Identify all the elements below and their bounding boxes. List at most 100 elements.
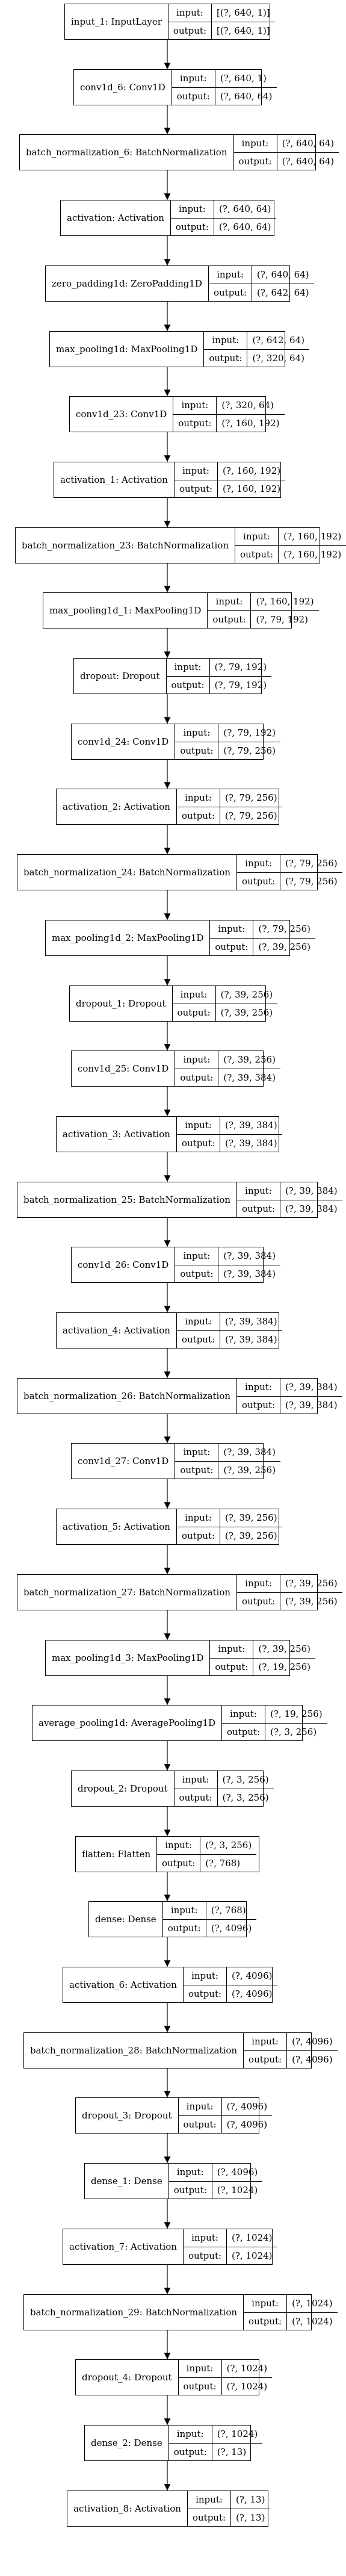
layer-io-table: input:(?, 640, 64)output:(?, 640, 64) <box>233 135 339 170</box>
layer-io-table: input:(?, 79, 256)output:(?, 39, 256) <box>210 920 316 955</box>
io-output-shape: [(?, 640, 1)] <box>217 25 270 36</box>
io-output-label: output: <box>237 1592 281 1610</box>
io-input-shape: (?, 642, 64) <box>247 332 309 350</box>
io-input-label: input: <box>157 1837 201 1855</box>
io-output-shape: (?, 3, 256) <box>270 1726 317 1737</box>
io-input-shape: (?, 39, 384) <box>280 1182 342 1200</box>
io-output-shape: (?, 39, 384) <box>223 1072 276 1083</box>
layer-name: activation_7: Activation <box>63 2229 184 2264</box>
io-input-label: input: <box>183 1967 227 1985</box>
io-input-shape: (?, 1024) <box>227 2229 277 2247</box>
layer-name: activation_8: Activation <box>67 2491 188 2526</box>
io-output-label: output: <box>179 2115 222 2133</box>
layer-name: activation: Activation <box>61 200 171 235</box>
io-output-label: output: <box>235 545 279 563</box>
io-input-shape: (?, 1024) <box>287 2295 338 2313</box>
io-output-label: output: <box>175 742 219 759</box>
layer-name: dense_1: Dense <box>85 2164 169 2199</box>
io-input-label: input: <box>183 2229 227 2247</box>
io-output-label: output: <box>204 349 248 367</box>
io-output-label: output: <box>177 1330 221 1348</box>
io-output-label: output: <box>175 480 218 497</box>
io-input-shape: (?, 4096) <box>221 2098 273 2116</box>
io-input-shape: (?, 1024) <box>221 2360 273 2378</box>
layer-node: batch_normalization_23: BatchNormalizati… <box>15 527 346 563</box>
io-input-label: input: <box>171 70 215 88</box>
io-output-shape: (?, 4096) <box>211 1922 252 1934</box>
io-output-label: output: <box>169 2443 212 2460</box>
io-input-label: input: <box>237 855 281 873</box>
io-output-shape: (?, 39, 384) <box>285 1203 338 1214</box>
layer-io-table: input:(?, 39, 256)output:(?, 19, 256) <box>210 1640 316 1675</box>
layer-name: dropout: Dropout <box>74 659 167 694</box>
io-output-shape: (?, 160, 192) <box>221 417 280 429</box>
io-input-label: input: <box>210 920 254 939</box>
io-input-label: input: <box>175 724 219 742</box>
layer-io-table: input:(?, 39, 256)output:(?, 39, 256) <box>172 986 278 1021</box>
io-input-shape: (?, 640, 64) <box>277 135 339 153</box>
layer-io-table: input:(?, 160, 192)output:(?, 160, 192) <box>235 528 346 563</box>
io-output-label: output: <box>163 1919 206 1937</box>
io-input-label: input: <box>204 332 248 350</box>
io-input-label: input: <box>176 789 221 807</box>
layer-name: max_pooling1d_3: MaxPooling1D <box>46 1640 211 1675</box>
io-output-label: output: <box>210 1658 254 1675</box>
io-output-label: output: <box>157 1854 201 1872</box>
io-input-shape: (?, 3, 256) <box>200 1837 257 1855</box>
layer-name: batch_normalization_29: BatchNormalizati… <box>24 2295 244 2330</box>
io-output-label: output: <box>237 1200 281 1217</box>
layer-io-table: input:(?, 768)output:(?, 4096) <box>162 1902 257 1937</box>
layer-name: activation_3: Activation <box>57 1117 177 1152</box>
layer-name: batch_normalization_25: BatchNormalizati… <box>17 1182 238 1217</box>
io-output-shape: (?, 13) <box>217 2446 247 2457</box>
layer-node: batch_normalization_29: BatchNormalizati… <box>23 2294 338 2330</box>
layer-name: conv1d_26: Conv1D <box>72 1247 176 1282</box>
layer-name: activation_4: Activation <box>57 1313 177 1348</box>
layer-name: conv1d_27: Conv1D <box>72 1444 176 1479</box>
layer-name: activation_6: Activation <box>63 1967 184 2002</box>
io-output-label: output: <box>234 152 277 170</box>
io-input-shape: (?, 79, 256) <box>280 855 342 873</box>
io-input-shape: (?, 4096) <box>227 1967 277 1985</box>
layer-name: batch_normalization_24: BatchNormalizati… <box>17 855 238 890</box>
layer-io-table: input:(?, 4096)output:(?, 4096) <box>178 2098 273 2133</box>
io-input-label: input: <box>187 2491 232 2509</box>
io-output-label: output: <box>179 2377 222 2395</box>
io-input-shape: (?, 768) <box>206 1902 257 1920</box>
io-input-label: input: <box>237 1182 281 1200</box>
io-output-label: output: <box>208 610 252 628</box>
io-input-label: input: <box>170 200 214 219</box>
io-input-shape: (?, 39, 384) <box>220 1313 282 1331</box>
io-output-shape: (?, 4096) <box>226 2118 268 2130</box>
layer-name: conv1d_6: Conv1D <box>74 70 172 105</box>
io-input-label: input: <box>166 659 210 677</box>
io-output-shape: (?, 320, 64) <box>252 352 304 364</box>
layer-name: batch_normalization_27: BatchNormalizati… <box>17 1575 238 1610</box>
io-output-label: output: <box>184 2247 227 2264</box>
io-input-label: input: <box>210 1640 254 1659</box>
io-input-label: input: <box>208 266 253 284</box>
layer-io-table: input:(?, 39, 256)output:(?, 39, 256) <box>176 1509 282 1544</box>
io-output-shape: (?, 768) <box>205 1857 241 1869</box>
layer-io-table: input:(?, 39, 384)output:(?, 39, 384) <box>237 1182 342 1217</box>
io-output-shape: (?, 640, 64) <box>220 90 273 102</box>
io-output-shape: (?, 39, 384) <box>225 1333 277 1345</box>
layer-name: zero_padding1d: ZeroPadding1D <box>46 266 209 301</box>
layer-node: batch_normalization_28: BatchNormalizati… <box>23 2032 338 2069</box>
io-input-shape: (?, 39, 384) <box>220 1117 282 1135</box>
layer-io-table: input:(?, 79, 256)output:(?, 79, 256) <box>237 855 342 890</box>
io-output-label: output: <box>168 22 212 39</box>
